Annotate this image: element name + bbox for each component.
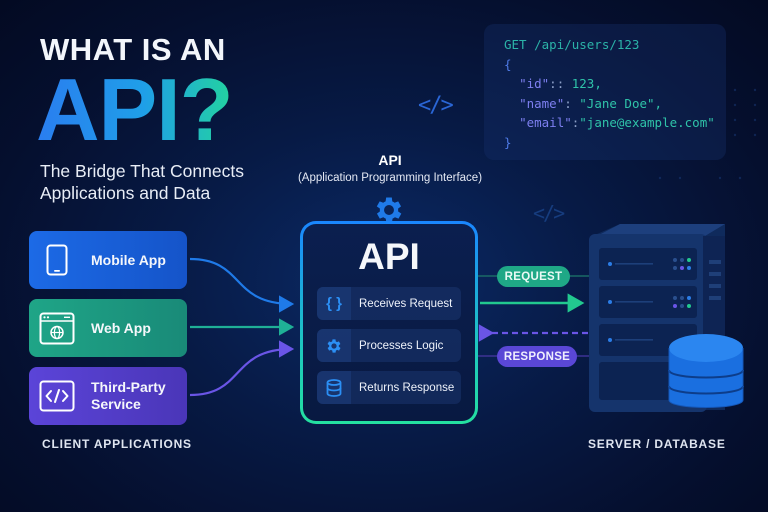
- client-mobile-app: Mobile App: [29, 231, 187, 289]
- subtitle-line1: The Bridge That Connects: [40, 161, 244, 181]
- server-database-illustration: [589, 224, 744, 412]
- api-step-label: Returns Response: [359, 381, 455, 394]
- code-sep: :: [571, 115, 580, 130]
- api-box: API { } Receives Request Processes Logic…: [300, 221, 478, 424]
- code-glyph-icon: </>: [418, 93, 454, 118]
- code-value: "jane@example.com": [579, 115, 715, 130]
- code-key: "name": [519, 95, 565, 111]
- api-full-name: (Application Programming Interface): [297, 172, 483, 184]
- arrow-mobile-to-api: [189, 257, 295, 313]
- client-web-app: Web App: [29, 299, 187, 357]
- braces-icon: { }: [317, 287, 351, 320]
- database-icon: [317, 371, 351, 404]
- client-label: Web App: [91, 319, 151, 336]
- request-pill: REQUEST: [497, 266, 570, 287]
- client-label-line1: Third-Party: [91, 379, 166, 395]
- api-step-returns-response: Returns Response: [317, 371, 461, 404]
- subtitle-line2: Applications and Data: [40, 183, 211, 203]
- client-label-line2: Service: [91, 396, 141, 412]
- code-sep: ::: [549, 76, 572, 91]
- client-label: Mobile App: [91, 251, 166, 268]
- gear-icon: [376, 197, 402, 223]
- code-value: "Jane Doe",: [579, 95, 663, 111]
- server-database-label: SERVER / DATABASE: [588, 437, 726, 451]
- api-step-receives-request: { } Receives Request: [317, 287, 461, 320]
- api-label: API: [378, 152, 402, 168]
- api-step-processes-logic: Processes Logic: [317, 329, 461, 362]
- api-box-title: API: [358, 236, 420, 277]
- code-glyph-faint-icon: </>: [533, 201, 565, 225]
- client-third-party-service: Third-Party Service: [29, 367, 187, 425]
- code-sep: :: [564, 95, 580, 111]
- title-line1: WHAT IS AN: [40, 32, 226, 67]
- database-icon: [668, 334, 744, 408]
- code-value: 123,: [571, 76, 602, 91]
- title-line2: API?: [36, 60, 233, 159]
- client-label: Third-Party Service: [85, 379, 166, 413]
- code-open-brace: {: [504, 56, 512, 72]
- code-close-brace: }: [504, 134, 512, 150]
- browser-globe-icon: [29, 312, 85, 345]
- code-field-id: "id":: 123,: [504, 75, 726, 95]
- subtitle: The Bridge That Connects Applications an…: [40, 160, 300, 204]
- code-key: "email": [519, 115, 572, 130]
- code-sample-card: GET /api/users/123 { "id":: 123, "name":…: [484, 24, 726, 160]
- client-applications-label: CLIENT APPLICATIONS: [42, 437, 192, 451]
- arrow-third-party-to-api: [189, 340, 295, 397]
- code-request-line: GET /api/users/123: [504, 37, 640, 52]
- response-pill: RESPONSE: [497, 346, 577, 367]
- tablet-icon: [29, 244, 85, 276]
- code-field-name: "name": "Jane Doe",: [504, 95, 726, 115]
- api-step-label: Processes Logic: [359, 339, 444, 352]
- code-icon: [29, 380, 85, 412]
- code-key: "id": [519, 76, 550, 91]
- gear-icon: [317, 329, 351, 362]
- code-field-email: "email":"jane@example.com": [504, 114, 726, 134]
- api-step-label: Receives Request: [359, 297, 453, 310]
